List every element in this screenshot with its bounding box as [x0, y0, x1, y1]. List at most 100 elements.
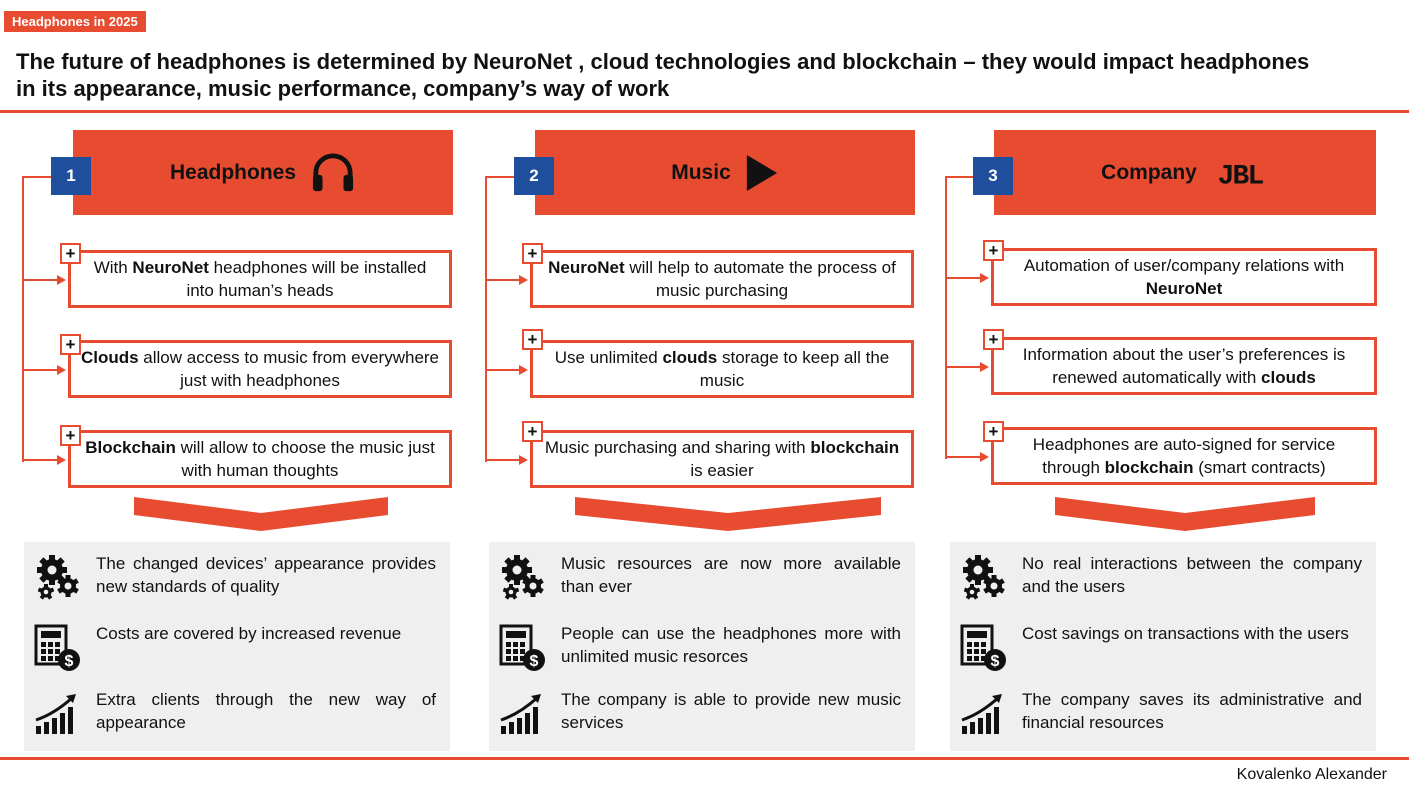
feature-text: Information about the user’s preferences…: [1022, 345, 1346, 387]
down-chevron-icon: [575, 497, 881, 531]
growth-chart-icon: [32, 688, 84, 740]
connector-line: [945, 176, 947, 459]
arrow-head: [519, 455, 528, 465]
plus-icon: +: [522, 329, 543, 350]
connector-line: [22, 176, 24, 462]
outcome-row: $ Costs are covered by increased revenue: [24, 622, 450, 674]
arrow-head: [519, 365, 528, 375]
section-banner-3: Company JBL: [994, 130, 1376, 215]
connector-arrow: [22, 279, 58, 281]
feature-text: Use unlimited clouds storage to keep all…: [554, 348, 890, 390]
jbl-logo: JBL: [1217, 161, 1265, 187]
outcomes-panel: Music resources are now more available t…: [489, 542, 915, 751]
feature-text: With NeuroNet headphones will be install…: [93, 258, 427, 300]
feature-text: Music purchasing and sharing with blockc…: [544, 438, 900, 480]
connector-arrow: [945, 277, 981, 279]
arrow-head: [980, 362, 989, 372]
plus-icon: +: [522, 421, 543, 442]
outcome-row: No real interactions between the company…: [950, 552, 1376, 604]
outcome-row: The company saves its administrative and…: [950, 688, 1376, 740]
connector-arrow: [945, 366, 981, 368]
connector-arrow: [22, 369, 58, 371]
arrow-head: [980, 273, 989, 283]
top-divider: [0, 110, 1409, 113]
arrow-head: [57, 455, 66, 465]
plus-icon: +: [522, 243, 543, 264]
section-title: Music: [671, 160, 731, 184]
outcome-text: The changed devices’ appearance provides…: [96, 554, 436, 596]
section-tag: Headphones in 2025: [4, 11, 146, 32]
outcomes-panel: No real interactions between the company…: [950, 542, 1376, 751]
feature-box: Automation of user/company relations wit…: [991, 248, 1377, 306]
connector-arrow: [22, 459, 58, 461]
growth-chart-icon: [497, 688, 549, 740]
section-number-badge: 2: [514, 157, 554, 195]
arrow-head: [57, 365, 66, 375]
feature-box: Use unlimited clouds storage to keep all…: [530, 340, 914, 398]
calculator-dollar-icon: $: [497, 622, 549, 674]
outcome-text: Music resources are now more available t…: [561, 554, 901, 596]
plus-icon: +: [60, 243, 81, 264]
feature-box: Information about the user’s preferences…: [991, 337, 1377, 395]
feature-text: Clouds allow access to music from everyw…: [80, 348, 440, 390]
arrow-head: [57, 275, 66, 285]
plus-icon: +: [983, 421, 1004, 442]
section-title: Headphones: [169, 160, 297, 184]
feature-box: With NeuroNet headphones will be install…: [68, 250, 452, 308]
connector-arrow: [945, 456, 981, 458]
feature-box: NeuroNet will help to automate the proce…: [530, 250, 914, 308]
connector-line: [485, 176, 514, 178]
plus-icon: +: [60, 334, 81, 355]
section-number-badge: 1: [51, 157, 91, 195]
connector-arrow: [485, 459, 520, 461]
gears-icon: [32, 552, 84, 604]
arrow-head: [519, 275, 528, 285]
svg-text:$: $: [65, 653, 74, 670]
connector-line: [485, 176, 487, 462]
plus-icon: +: [983, 329, 1004, 350]
down-chevron-icon: [134, 497, 388, 531]
connector-arrow: [485, 279, 520, 281]
feature-box: Music purchasing and sharing with blockc…: [530, 430, 914, 488]
headphones-icon: [312, 152, 354, 191]
outcome-text: People can use the headphones more with …: [561, 624, 901, 666]
svg-text:JBL: JBL: [1217, 161, 1263, 187]
feature-text: Blockchain will allow to choose the musi…: [85, 438, 435, 480]
bottom-divider: [0, 757, 1409, 760]
outcomes-panel: The changed devices’ appearance provides…: [24, 542, 450, 751]
outcome-text: Costs are covered by increased revenue: [96, 624, 402, 643]
plus-icon: +: [60, 425, 81, 446]
outcome-text: The company saves its administrative and…: [1022, 690, 1362, 732]
feature-text: NeuroNet will help to automate the proce…: [548, 258, 896, 300]
outcome-text: The company is able to provide new music…: [561, 690, 901, 732]
feature-box: Clouds allow access to music from everyw…: [68, 340, 452, 398]
outcome-row: $ Cost savings on transactions with the u…: [950, 622, 1376, 674]
plus-icon: +: [983, 240, 1004, 261]
down-chevron-icon: [1055, 497, 1315, 531]
author-name: Kovalenko Alexander: [1236, 766, 1387, 783]
feature-text: Automation of user/company relations wit…: [1023, 256, 1345, 298]
feature-box: Blockchain will allow to choose the musi…: [68, 430, 452, 488]
section-number-badge: 3: [973, 157, 1013, 195]
outcome-text: Cost savings on transactions with the us…: [1022, 624, 1349, 643]
outcome-row: $ People can use the headphones more with…: [489, 622, 915, 674]
play-icon: [746, 154, 777, 191]
outcome-row: The company is able to provide new music…: [489, 688, 915, 740]
page-title: The future of headphones is determined b…: [16, 49, 1310, 101]
feature-text: Headphones are auto-signed for service t…: [1032, 435, 1336, 477]
gears-icon: [958, 552, 1010, 604]
growth-chart-icon: [958, 688, 1010, 740]
section-title: Company: [1101, 160, 1197, 184]
outcome-text: No real interactions between the company…: [1022, 554, 1362, 596]
section-banner-1: Headphones: [73, 130, 453, 215]
connector-arrow: [485, 369, 520, 371]
outcome-text: Extra clients through the new way of app…: [96, 690, 436, 732]
section-banner-2: Music: [535, 130, 915, 215]
gears-icon: [497, 552, 549, 604]
calculator-dollar-icon: $: [32, 622, 84, 674]
arrow-head: [980, 452, 989, 462]
feature-box: Headphones are auto-signed for service t…: [991, 427, 1377, 485]
connector-line: [22, 176, 51, 178]
svg-text:$: $: [530, 653, 539, 670]
svg-text:$: $: [991, 653, 1000, 670]
